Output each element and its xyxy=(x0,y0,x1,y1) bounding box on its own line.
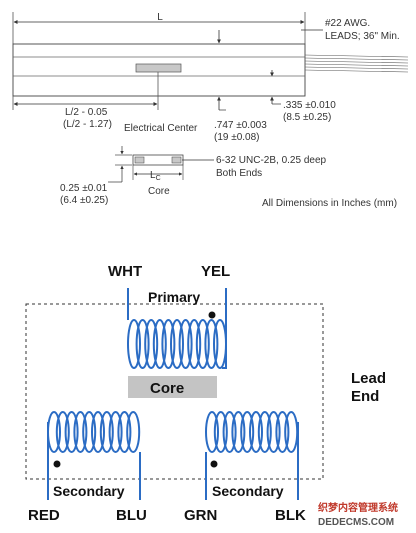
coil-loop xyxy=(55,411,70,453)
coil-loop xyxy=(126,411,141,453)
coil-loop xyxy=(187,319,202,369)
length-label: L xyxy=(157,12,163,23)
coil-loop xyxy=(205,411,219,453)
coil-loop xyxy=(195,319,210,369)
coil-loop xyxy=(213,411,228,453)
coil-loop xyxy=(249,411,263,453)
schematic: WHT YEL Primary Core Lead End Secondary … xyxy=(25,263,386,524)
core-label: Core xyxy=(150,380,184,397)
coil-loop xyxy=(275,411,290,453)
coil-loop xyxy=(144,319,159,369)
coil-loop xyxy=(266,411,281,453)
leads-text-line2: LEADS; 36" Min. xyxy=(325,31,400,42)
offset-mm: (8.5 ±0.25) xyxy=(283,112,331,123)
coil-loop xyxy=(127,319,141,369)
coil-loop xyxy=(222,411,237,453)
coil-loop xyxy=(213,319,227,369)
lead-end-line1: Lead xyxy=(351,370,386,387)
housing-outline xyxy=(25,303,324,480)
body-core-slot xyxy=(135,63,182,73)
primary-coil xyxy=(127,319,227,369)
lead-label-grn: GRN xyxy=(184,507,217,524)
coil-loop xyxy=(161,319,176,369)
diameter-mm: (19 ±0.08) xyxy=(214,132,260,143)
coil-loop xyxy=(257,411,272,453)
units-note: All Dimensions in Inches (mm) xyxy=(262,198,397,209)
coil-loop xyxy=(82,411,97,453)
coil-loop xyxy=(91,411,105,453)
coil-loop xyxy=(240,411,255,453)
coil-loop xyxy=(135,319,150,369)
core-detail-end-left xyxy=(134,156,145,164)
lead-end-line2: End xyxy=(351,388,379,405)
coil-loop xyxy=(178,319,193,369)
lead-label-red: RED xyxy=(28,507,60,524)
lead-label-wht: WHT xyxy=(108,263,142,280)
primary-polarity-dot xyxy=(208,311,216,319)
coil-loop xyxy=(117,411,132,453)
watermark: 织梦内容管理系统 DEDECMS.COM xyxy=(318,501,398,528)
coil-loop xyxy=(108,411,123,453)
core-block xyxy=(128,376,217,398)
coil-loop xyxy=(231,411,246,453)
lead-label-blu: BLU xyxy=(116,507,147,524)
offset-in: .335 ±0.010 xyxy=(283,100,336,111)
half-length-mm: (L/2 - 1.27) xyxy=(63,119,112,130)
coil-loop xyxy=(284,411,299,453)
lead-label-blk: BLK xyxy=(275,507,306,524)
secondary-right-label: Secondary xyxy=(212,483,284,499)
core-detail-label: Core xyxy=(148,186,170,197)
primary-coil-lead-right xyxy=(222,288,227,369)
coil-loop xyxy=(64,411,79,453)
watermark-line2: DEDECMS.COM xyxy=(318,517,394,528)
coil-loop xyxy=(152,319,167,369)
secondary-left-label: Secondary xyxy=(53,483,125,499)
diameter-in: .747 ±0.003 xyxy=(214,120,267,131)
core-diameter-mm: (6.4 ±0.25) xyxy=(60,195,108,206)
coil-loop xyxy=(73,411,88,453)
leads-text-line1: #22 AWG. xyxy=(325,18,370,29)
secondary-right-coil xyxy=(205,411,299,453)
half-length-in: L/2 - 0.05 xyxy=(65,107,108,118)
core-length-label: LC xyxy=(150,170,161,182)
watermark-line1: 织梦内容管理系统 xyxy=(318,501,398,514)
secondary-left-polarity-dot xyxy=(53,460,61,468)
core-diameter-in: 0.25 ±0.01 xyxy=(60,183,108,194)
electrical-center-label: Electrical Center xyxy=(124,123,198,134)
thread-line1: 6-32 UNC-2B, 0.25 deep xyxy=(216,155,327,166)
lead-wires xyxy=(304,54,409,73)
coil-loop xyxy=(170,319,184,369)
lead-label-yel: YEL xyxy=(201,263,230,280)
coil-loop xyxy=(204,319,219,369)
secondary-left-coil xyxy=(47,411,141,453)
coil-loop xyxy=(99,411,114,453)
core-detail-end-right xyxy=(171,156,182,164)
primary-label: Primary xyxy=(148,289,200,305)
thread-line2: Both Ends xyxy=(216,168,262,179)
mechanical-drawing: L #22 AWG. LEADS; 36" Min. L/2 - 0.05 (L… xyxy=(12,12,409,209)
secondary-right-polarity-dot xyxy=(210,460,218,468)
